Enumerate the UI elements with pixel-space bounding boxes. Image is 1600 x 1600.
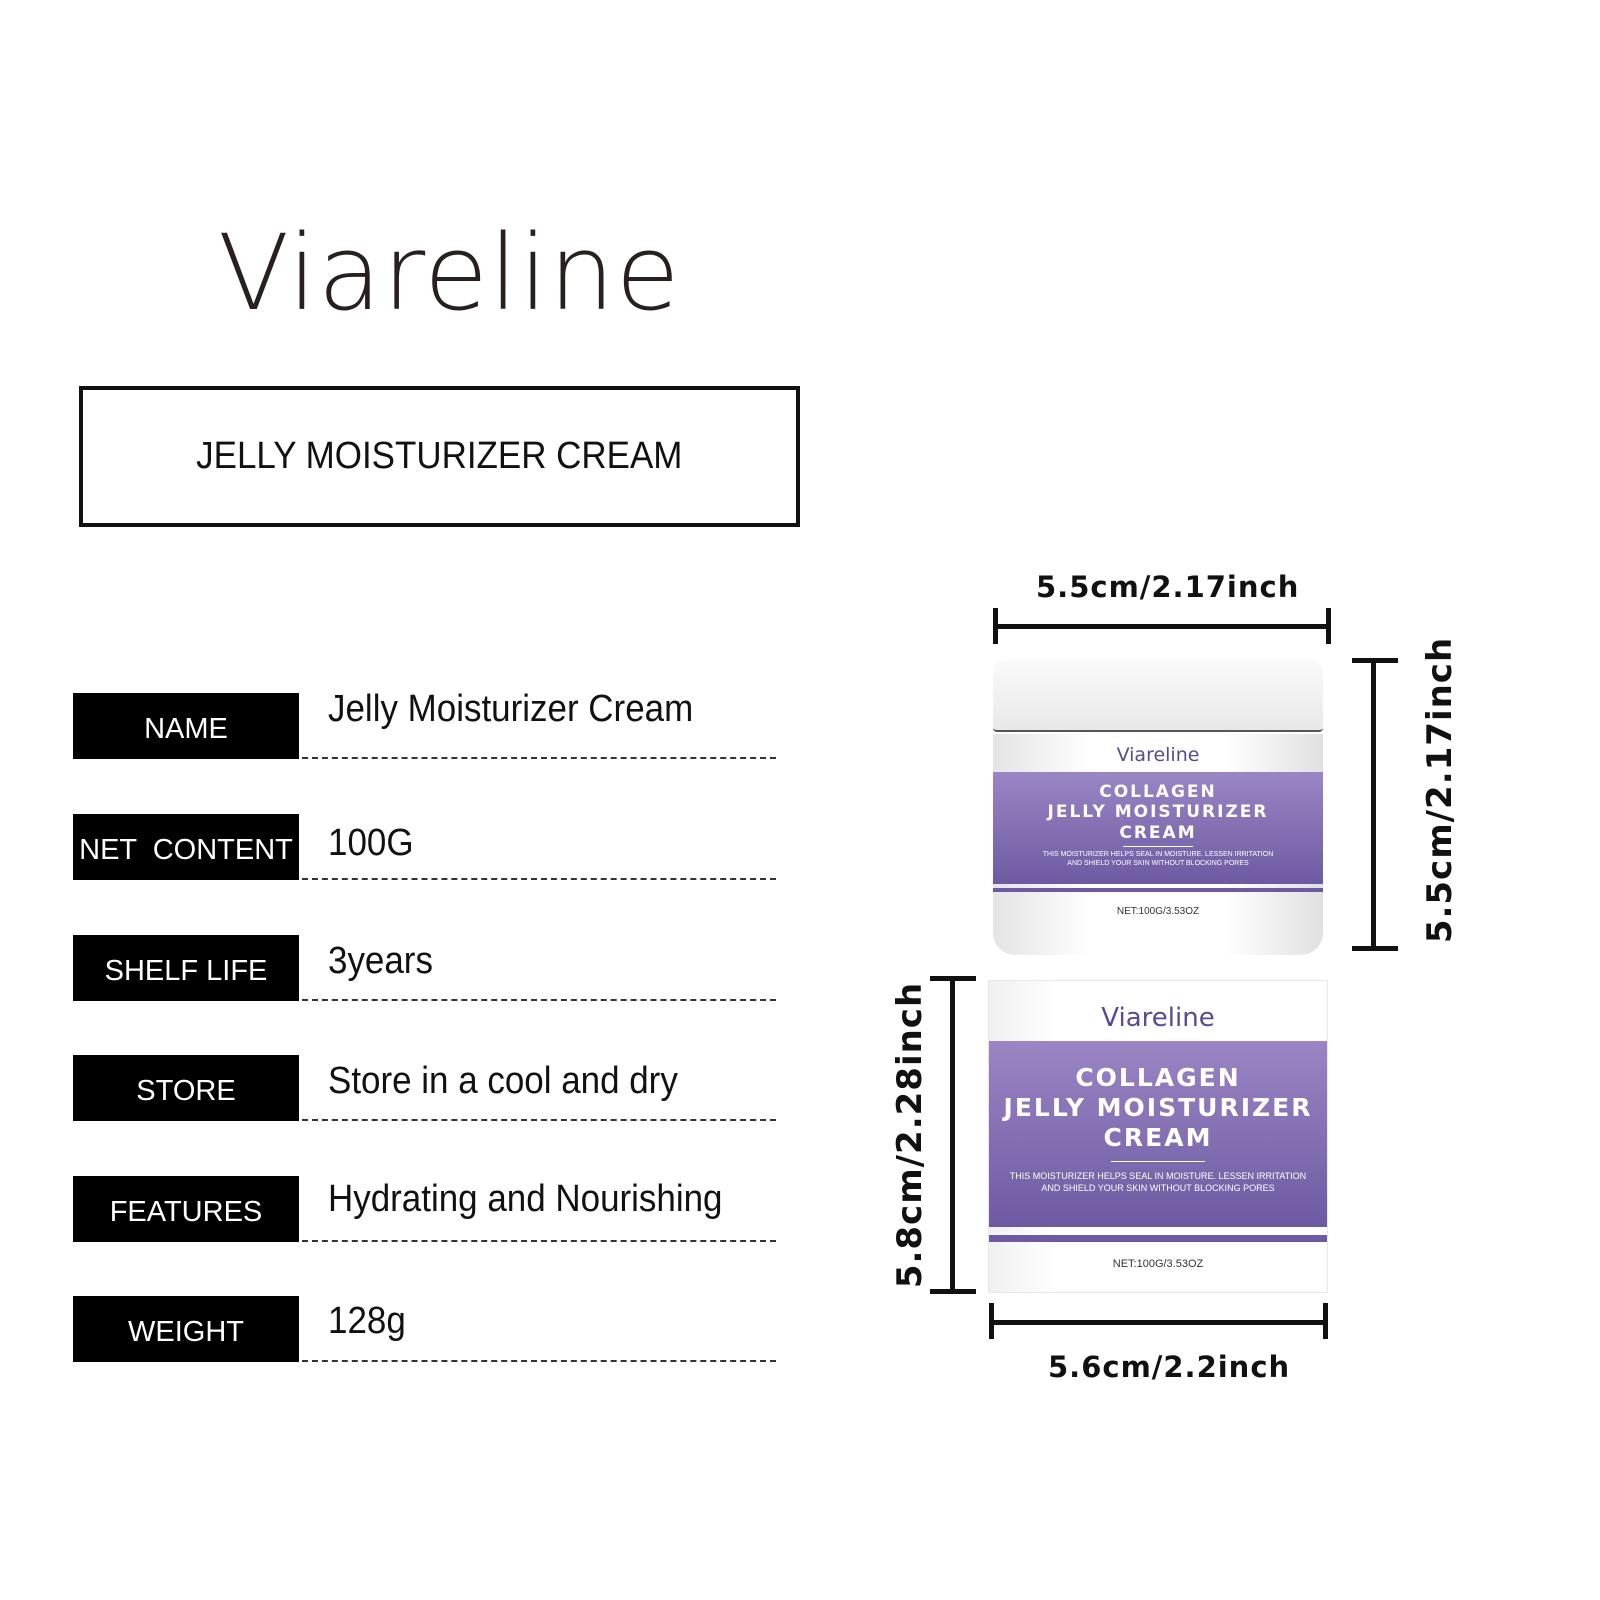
dim-tick [1352, 946, 1398, 951]
spec-divider [302, 878, 776, 880]
spec-value: 100G [328, 822, 414, 864]
jar-width-label: 5.5cm/2.17inch [1036, 570, 1300, 604]
product-title: JELLY MOISTURIZER CREAM [196, 435, 683, 477]
spec-value: 128g [328, 1300, 406, 1342]
dim-tick [1323, 1303, 1328, 1339]
dim-tick [930, 1289, 976, 1294]
spec-divider [302, 757, 776, 759]
spec-divider [302, 1119, 776, 1121]
jar-brand: Viareline [1116, 744, 1200, 766]
spec-value: Hydrating and Nourishing [328, 1178, 723, 1220]
box-stripe [989, 1235, 1327, 1242]
dim-tick [993, 608, 998, 644]
jar-desc-1: THIS MOISTURIZER HELPS SEAL IN MOISTURE.… [1042, 851, 1274, 859]
box-width-line [990, 1320, 1328, 1325]
jar-height-line [1371, 660, 1376, 950]
spec-value: Store in a cool and dry [328, 1060, 678, 1102]
spec-value: Jelly Moisturizer Cream [328, 688, 694, 730]
spec-value: 3years [328, 940, 433, 982]
box-height-line [950, 978, 955, 1292]
jar-width-line [993, 624, 1331, 629]
dim-tick [930, 976, 976, 981]
jar-stripe [993, 888, 1323, 892]
box-label: COLLAGEN JELLY MOISTURIZER CREAM THIS MO… [989, 1041, 1327, 1227]
box-title-2: JELLY MOISTURIZER [1003, 1093, 1313, 1122]
product-box-image: Viareline COLLAGEN JELLY MOISTURIZER CRE… [988, 980, 1328, 1293]
box-title-1: COLLAGEN [1075, 1063, 1241, 1092]
box-height-label: 5.8cm/2.28inch [890, 981, 930, 1289]
spec-label: WEIGHT [73, 1296, 299, 1362]
divider [1111, 1161, 1205, 1162]
spec-divider [302, 1240, 776, 1242]
box-brand: Viareline [1101, 1003, 1215, 1033]
jar-height-label: 5.5cm/2.17inch [1420, 636, 1460, 944]
box-title-3: CREAM [1103, 1123, 1213, 1152]
spec-divider [302, 1360, 776, 1362]
spec-label: NAME [73, 693, 299, 759]
jar-desc-2: AND SHIELD YOUR SKIN WITHOUT BLOCKING PO… [1067, 860, 1249, 868]
product-jar-image: Viareline COLLAGEN JELLY MOISTURIZER CRE… [993, 660, 1323, 955]
jar-title-2: JELLY MOISTURIZER [1047, 802, 1269, 823]
dim-tick [1326, 608, 1331, 644]
jar-title-3: CREAM [1119, 822, 1197, 843]
box-desc-1: THIS MOISTURIZER HELPS SEAL IN MOISTURE.… [1009, 1171, 1307, 1181]
product-title-box: JELLY MOISTURIZER CREAM [79, 386, 800, 527]
box-width-label: 5.6cm/2.2inch [1048, 1350, 1291, 1384]
jar-body: Viareline COLLAGEN JELLY MOISTURIZER CRE… [993, 734, 1323, 955]
box-desc-2: AND SHIELD YOUR SKIN WITHOUT BLOCKING PO… [1041, 1183, 1275, 1194]
spec-label: FEATURES [73, 1176, 299, 1242]
spec-label: NET CONTENT [73, 814, 299, 880]
jar-title-1: COLLAGEN [1099, 782, 1217, 802]
spec-divider [302, 999, 776, 1001]
brand-logo: Viareline [218, 212, 681, 334]
dim-tick [989, 1303, 994, 1339]
jar-net: NET:100G/3.53OZ [1116, 906, 1200, 917]
box-net: NET:100G/3.53OZ [1112, 1258, 1204, 1270]
spec-label: STORE [73, 1055, 299, 1121]
divider [1123, 846, 1193, 848]
jar-lid [993, 660, 1323, 732]
spec-label: SHELF LIFE [73, 935, 299, 1001]
jar-label: COLLAGEN JELLY MOISTURIZER CREAM THIS MO… [993, 772, 1323, 884]
dim-tick [1352, 658, 1398, 663]
